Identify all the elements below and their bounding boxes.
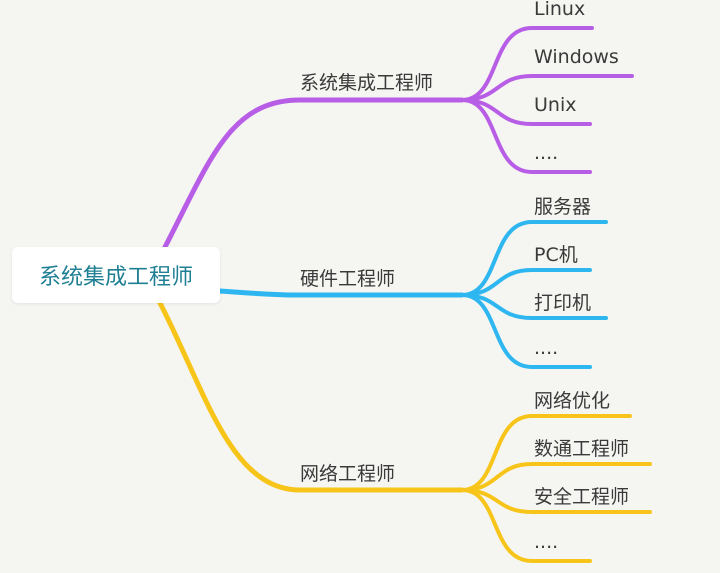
leaf-connector-1-4 — [460, 98, 592, 174]
trunk-connector-2 — [217, 288, 465, 298]
trunk-connector-3 — [157, 300, 465, 493]
leaf-connector-2-4 — [460, 293, 592, 369]
leaf-label-2-3[interactable]: 打印机 — [534, 292, 592, 314]
branch-label-2[interactable]: 硬件工程师 — [300, 268, 396, 290]
leaf-label-2-1[interactable]: 服务器 — [534, 196, 592, 218]
root-node[interactable] — [12, 247, 220, 303]
leaf-connector-2-1 — [460, 220, 608, 297]
leaf-label-1-4[interactable]: .... — [534, 142, 559, 164]
trunk-connector-1 — [162, 97, 465, 250]
leaf-label-3-3[interactable]: 安全工程师 — [534, 486, 630, 508]
leaf-connector-3-2 — [460, 462, 652, 492]
leaf-connector-3-4 — [460, 488, 592, 563]
leaf-label-1-3[interactable]: Unix — [534, 94, 577, 116]
branch-label-1[interactable]: 系统集成工程师 — [300, 72, 434, 94]
root-node-label: 系统集成工程师 — [38, 265, 193, 290]
branch-label-3[interactable]: 网络工程师 — [300, 463, 396, 485]
leaf-label-3-4[interactable]: .... — [534, 531, 559, 553]
leaf-connector-2-2 — [460, 268, 592, 297]
leaf-connector-1-1 — [460, 26, 594, 102]
leaf-connector-3-1 — [460, 414, 632, 492]
leaf-label-2-2[interactable]: PC机 — [534, 244, 578, 266]
leaf-label-1-1[interactable]: Linux — [534, 0, 586, 20]
leaf-label-1-2[interactable]: Windows — [534, 46, 619, 68]
leaf-label-2-4[interactable]: .... — [534, 337, 559, 359]
leaf-label-3-2[interactable]: 数通工程师 — [534, 438, 630, 460]
leaf-label-3-1[interactable]: 网络优化 — [534, 390, 611, 412]
